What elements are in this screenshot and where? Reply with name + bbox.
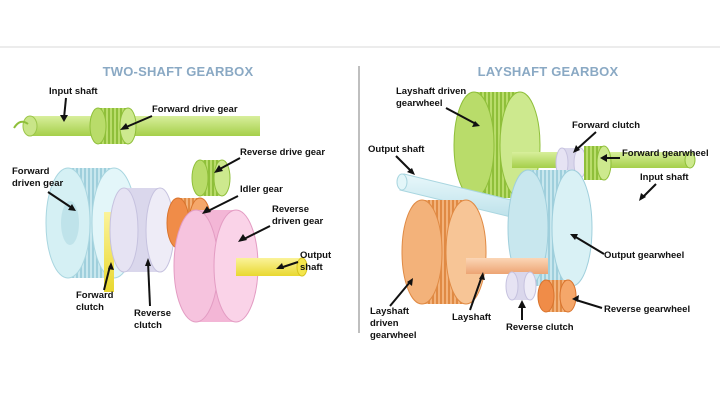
- arrowhead-layshaft-driven-gearwheel-top: [472, 121, 480, 127]
- arrowhead-idler-gear: [202, 206, 211, 214]
- label-layshaft: Layshaft: [452, 312, 492, 323]
- arrowhead-output-shaft: [276, 263, 284, 269]
- arrowhead-forward-gearwheel: [600, 154, 607, 162]
- label-input-shaft-layshaft: Input shaft: [640, 172, 689, 183]
- arrowhead-input-shaft-layshaft: [639, 193, 646, 201]
- layshaft-driven-gearwheel-bottom-shape: [401, 199, 487, 305]
- arrow-input-shaft: [63, 97, 67, 119]
- label-forward-drive-gear: Forward drive gear: [152, 104, 238, 115]
- label-layshaft-driven-gearwheel-bottom-line1: Layshaft: [370, 306, 410, 317]
- label-output-shaft-line2: shaft: [300, 262, 324, 273]
- arrowhead-forward-clutch: [108, 262, 114, 270]
- arrowhead-forward-clutch-layshaft: [573, 145, 580, 153]
- arrow-forward-clutch: [103, 265, 111, 291]
- label-reverse-gearwheel: Reverse gearwheel: [604, 304, 690, 315]
- label-layshaft-driven-gearwheel-top-line1: Layshaft driven: [396, 86, 466, 97]
- two-shaft-title: TWO-SHAFT GEARBOX: [103, 64, 254, 79]
- forward-clutch-shape: [104, 212, 114, 292]
- arrow-reverse-gearwheel: [575, 299, 603, 309]
- label-forward-clutch: Forward clutch: [572, 120, 640, 131]
- arrowhead-input-shaft: [60, 115, 68, 122]
- two-shaft-input-shaft-shape: [13, 115, 260, 137]
- label-layshaft-driven-gearwheel-top-line2: gearwheel: [396, 98, 442, 109]
- label-output-shaft: Output shaft: [368, 144, 425, 155]
- layshaft-panel: LAYSHAFT GEARBOX: [368, 64, 709, 341]
- label-forward-gearwheel: Forward gearwheel: [622, 148, 709, 159]
- reverse-clutch-layshaft-shape: [505, 271, 537, 301]
- label-forward-driven-gear-line2: driven gear: [12, 178, 64, 189]
- arrow-output-gearwheel: [573, 235, 605, 255]
- arrowhead-reverse-clutch: [145, 258, 151, 266]
- arrow-forward-driven-gear: [47, 191, 73, 209]
- reverse-gearwheel-shape: [537, 279, 577, 313]
- arrowhead-reverse-driven-gear: [238, 234, 247, 242]
- arrowhead-reverse-clutch-layshaft: [518, 300, 526, 308]
- arrow-idler-gear: [205, 195, 239, 213]
- label-reverse-drive-gear: Reverse drive gear: [240, 147, 325, 158]
- layshaft-shape: [466, 258, 548, 274]
- arrowhead-reverse-drive-gear: [214, 165, 223, 173]
- arrowhead-forward-driven-gear: [68, 204, 76, 211]
- arrowhead-layshaft-driven-gearwheel-bottom: [407, 278, 413, 286]
- layshaft-title: LAYSHAFT GEARBOX: [478, 64, 619, 79]
- label-idler-gear: Idler gear: [240, 184, 283, 195]
- arrow-reverse-drive-gear: [217, 157, 241, 171]
- arrow-reverse-driven-gear: [241, 225, 271, 241]
- two-shaft-panel: TWO-SHAFT GEARBOX: [12, 64, 332, 331]
- arrowhead-forward-drive-gear: [120, 123, 129, 130]
- label-output-gearwheel: Output gearwheel: [604, 250, 684, 261]
- label-forward-clutch-line2: clutch: [76, 302, 104, 313]
- arrowhead-reverse-gearwheel: [572, 295, 579, 302]
- label-layshaft-driven-gearwheel-bottom-line2: driven: [370, 318, 399, 329]
- arrowhead-output-gearwheel: [570, 234, 578, 240]
- arrow-reverse-clutch: [147, 261, 151, 307]
- arrow-layshaft-driven-gearwheel-bottom: [389, 281, 411, 307]
- label-layshaft-driven-gearwheel-bottom-line3: gearwheel: [370, 330, 416, 341]
- label-reverse-clutch-line2: clutch: [134, 320, 162, 331]
- arrow-output-shaft-layshaft: [395, 155, 413, 173]
- label-reverse-driven-gear-line1: Reverse: [272, 204, 309, 215]
- label-forward-clutch-line1: Forward: [76, 290, 114, 301]
- reverse-drive-gear-shape: [191, 159, 231, 197]
- label-input-shaft: Input shaft: [49, 86, 98, 97]
- label-reverse-clutch-layshaft: Reverse clutch: [506, 322, 574, 333]
- arrow-layshaft: [469, 275, 483, 311]
- arrow-forward-drive-gear: [123, 115, 153, 129]
- reverse-clutch-shape: [109, 187, 175, 273]
- arrow-forward-clutch-layshaft: [575, 131, 597, 151]
- label-reverse-clutch-line1: Reverse: [134, 308, 171, 319]
- arrow-layshaft-driven-gearwheel-top: [445, 107, 477, 125]
- arrowhead-layshaft: [479, 272, 485, 280]
- label-forward-driven-gear-line1: Forward: [12, 166, 50, 177]
- label-reverse-driven-gear-line2: driven gear: [272, 216, 324, 227]
- label-output-shaft-line1: Output: [300, 250, 332, 261]
- forward-gearwheel-shape: [584, 145, 612, 181]
- output-shaft-shape: [236, 257, 308, 277]
- arrowhead-output-shaft-layshaft: [407, 168, 415, 175]
